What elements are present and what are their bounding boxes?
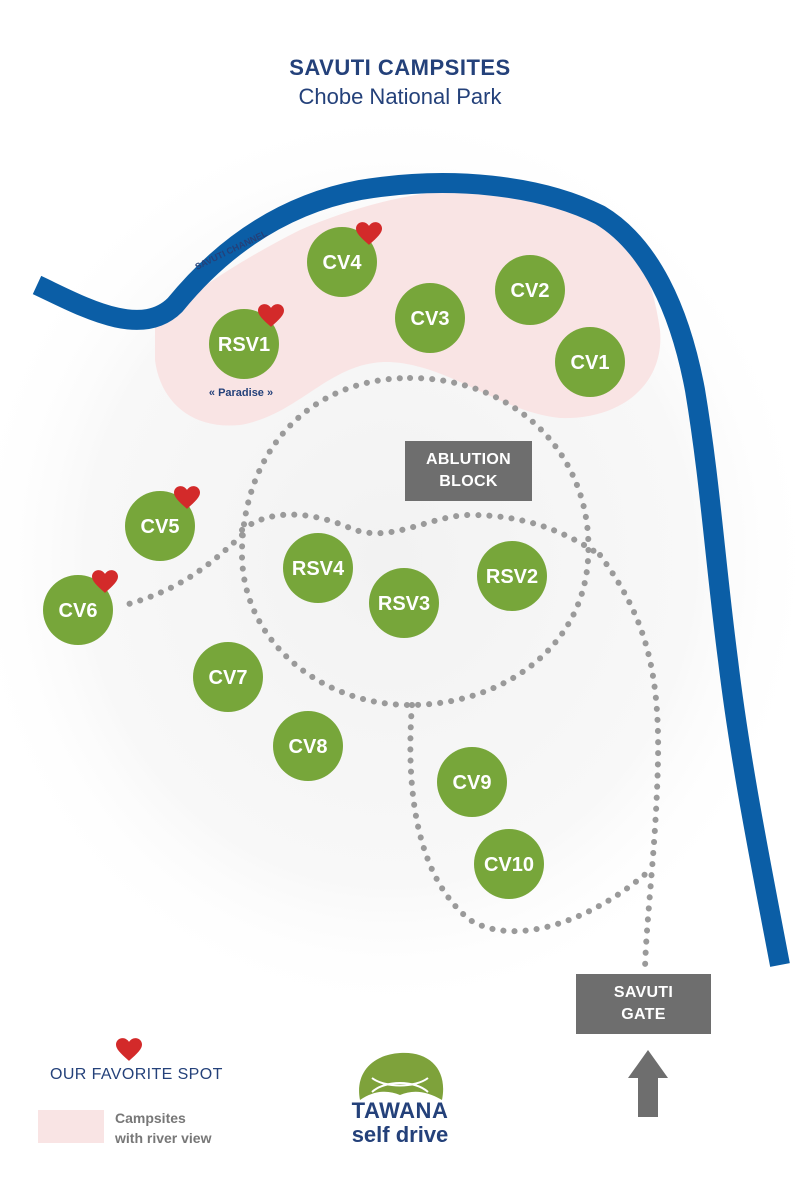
campsite-rsv2: RSV2 (477, 541, 547, 611)
campsite-marker (43, 575, 113, 645)
campsite-label: CV2 (511, 280, 550, 302)
campsite-marker (209, 309, 279, 379)
legend-river-view-label: Campsites with river view (115, 1110, 212, 1146)
heart-icon (116, 1038, 142, 1061)
ablution-block-text: ABLUTION BLOCK (425, 451, 512, 490)
campsite-marker (477, 541, 547, 611)
campsite-label: CV10 (484, 854, 534, 876)
campsite-cv9: CV9 (437, 747, 507, 817)
campsite-marker (273, 711, 343, 781)
campsite-cv5: CV5 (125, 486, 200, 561)
paradise-note: « Paradise » (209, 387, 273, 399)
savuti-gate-text: SAVUTI GATE (613, 984, 674, 1023)
dotted-trails (122, 374, 662, 973)
campsite-cv3: CV3 (395, 283, 465, 353)
campsite-label: CV3 (411, 308, 450, 330)
campsite-label: RSV1 (218, 334, 270, 356)
campsite-label: CV9 (453, 772, 492, 794)
campsite-cv7: CV7 (193, 642, 263, 712)
tawana-logo-icon (359, 1052, 444, 1100)
legend-river-view-swatch (38, 1110, 104, 1143)
trail-main-loop (238, 374, 592, 709)
campsite-label: RSV2 (486, 566, 538, 588)
campsite-cv10: CV10 (474, 829, 544, 899)
campsite-marker (307, 227, 377, 297)
ablution-block-label: ABLUTION BLOCK (405, 441, 532, 501)
savuti-gate-label: SAVUTI GATE (576, 974, 711, 1034)
page-title: SAVUTI CAMPSITES (289, 55, 511, 80)
campsite-marker (369, 568, 439, 638)
legend-favorite-label: OUR FAVORITE SPOT (50, 1066, 223, 1083)
arrow-up-icon (628, 1050, 668, 1117)
campsite-label: CV1 (571, 352, 610, 374)
brand-name: TAWANA (351, 1098, 449, 1123)
campsite-marker (395, 283, 465, 353)
campsite-cv4: CV4 (307, 222, 382, 297)
campsite-marker (437, 747, 507, 817)
campsite-rsv1: RSV1 (209, 304, 284, 379)
campsite-cv8: CV8 (273, 711, 343, 781)
trail-to-gate (597, 552, 662, 973)
campsite-marker (283, 533, 353, 603)
campsite-label: RSV3 (378, 593, 430, 615)
campsite-marker (474, 829, 544, 899)
trail-lower-loop (407, 702, 653, 935)
trail-to-cv6 (122, 532, 245, 608)
page-subtitle: Chobe National Park (298, 84, 502, 109)
campsite-marker (555, 327, 625, 397)
campsite-label: CV5 (141, 516, 180, 538)
campsite-rsv3: RSV3 (369, 568, 439, 638)
brand-tagline: self drive (351, 1122, 449, 1147)
campsite-cv6: CV6 (43, 570, 118, 645)
savuti-channel (32, 173, 790, 967)
campsite-label: RSV4 (292, 558, 345, 580)
campsite-rsv4: RSV4 (283, 533, 353, 603)
campsite-label: CV4 (323, 252, 363, 274)
campsite-label: CV8 (289, 736, 328, 758)
trail-cross (239, 511, 603, 558)
campsite-marker (125, 491, 195, 561)
campsite-label: CV7 (209, 667, 248, 689)
campsite-marker (495, 255, 565, 325)
campsite-cv2: CV2 (495, 255, 565, 325)
campsite-cv1: CV1 (555, 327, 625, 397)
campsite-label: CV6 (59, 600, 98, 622)
campsite-marker (193, 642, 263, 712)
